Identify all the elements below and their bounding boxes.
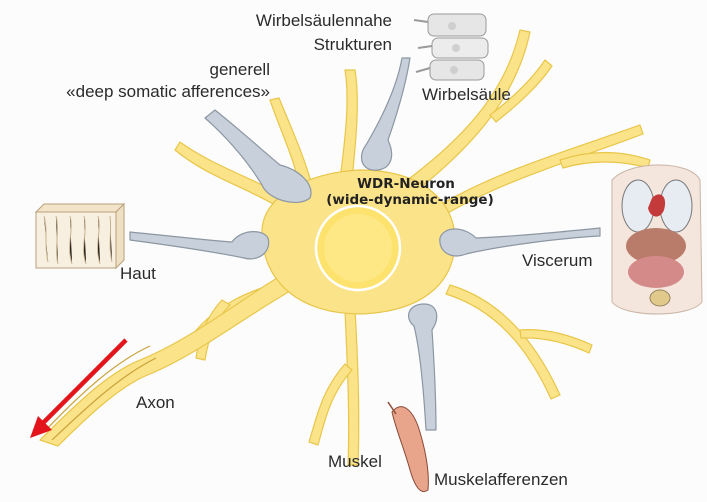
label-spine: Wirbelsäule: [422, 85, 511, 104]
label-muscle-afferents: Muskelafferenzen: [434, 470, 568, 489]
nucleus-highlight: [324, 214, 392, 282]
label-muscle: Muskel: [328, 452, 382, 471]
label-skin: Haut: [120, 264, 156, 283]
label-deep-somatic: «deep somatic afferences»: [66, 82, 270, 101]
label-generell: generell: [210, 60, 271, 79]
skin-illustration: [36, 204, 124, 268]
label-axon: Axon: [136, 393, 175, 412]
center-subtitle: (wide-dynamic-range): [326, 192, 494, 208]
viscera-illustration: [612, 165, 702, 314]
center-title: WDR-Neuron: [357, 176, 455, 192]
label-viscera: Viscerum: [522, 251, 593, 270]
label-spine-structures-line2: Strukturen: [314, 35, 392, 54]
label-spine-structures-line1: Wirbelsäulennahe: [256, 11, 392, 30]
